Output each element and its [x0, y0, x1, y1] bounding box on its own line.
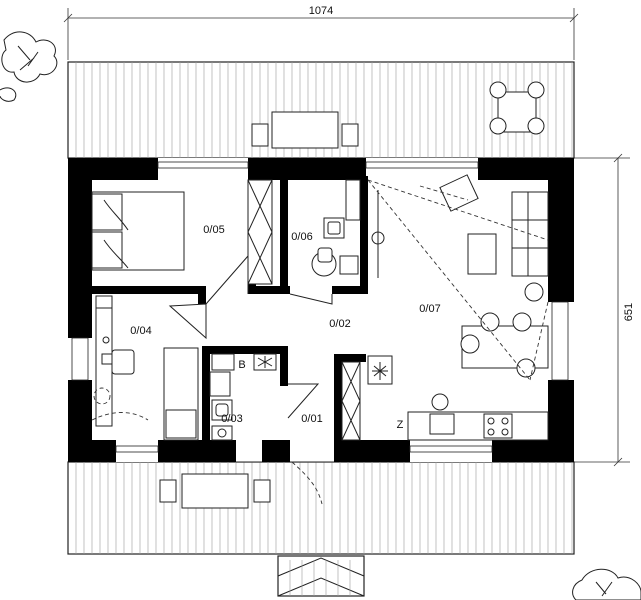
room-label-0-02: 0/02: [329, 318, 350, 330]
windows: [71, 161, 569, 453]
kitchen-counter: Z: [367, 355, 549, 441]
exterior-walls: [68, 158, 574, 462]
room-label-0-07: 0/07: [419, 303, 440, 315]
depth-dimension-label: 651: [623, 303, 635, 321]
width-dimension: 1074: [63, 5, 579, 60]
hall-cabinet: [341, 361, 361, 441]
bathroom-small-fixtures: B: [209, 353, 277, 441]
room-label-0-06: 0/06: [291, 231, 312, 243]
living-room-furniture: [367, 174, 549, 381]
room-label-0-04: 0/04: [130, 325, 151, 337]
wardrobe: [247, 179, 273, 285]
bottom-terrace-furniture: [159, 461, 323, 509]
entrance-step: [277, 555, 365, 597]
width-dimension-label: 1074: [309, 5, 333, 17]
tree-top-left-icon: [0, 31, 58, 102]
boiler-symbol: B: [238, 359, 245, 371]
room-label-0-01: 0/01: [301, 413, 322, 425]
tree-bottom-right-icon: [572, 568, 641, 600]
door-swings: [168, 254, 334, 463]
room-label-0-05: 0/05: [203, 224, 224, 236]
bottom-terrace: [67, 461, 575, 555]
top-terrace-furniture: [251, 81, 545, 149]
bathroom-fixtures: [311, 179, 385, 278]
freezer-symbol: Z: [397, 419, 404, 431]
room-labels: 0/05 0/06 0/04 0/02 0/07 0/03 0/01: [130, 224, 440, 425]
study-furniture: [91, 295, 199, 441]
room-label-0-03: 0/03: [221, 413, 242, 425]
double-bed: [91, 191, 185, 271]
